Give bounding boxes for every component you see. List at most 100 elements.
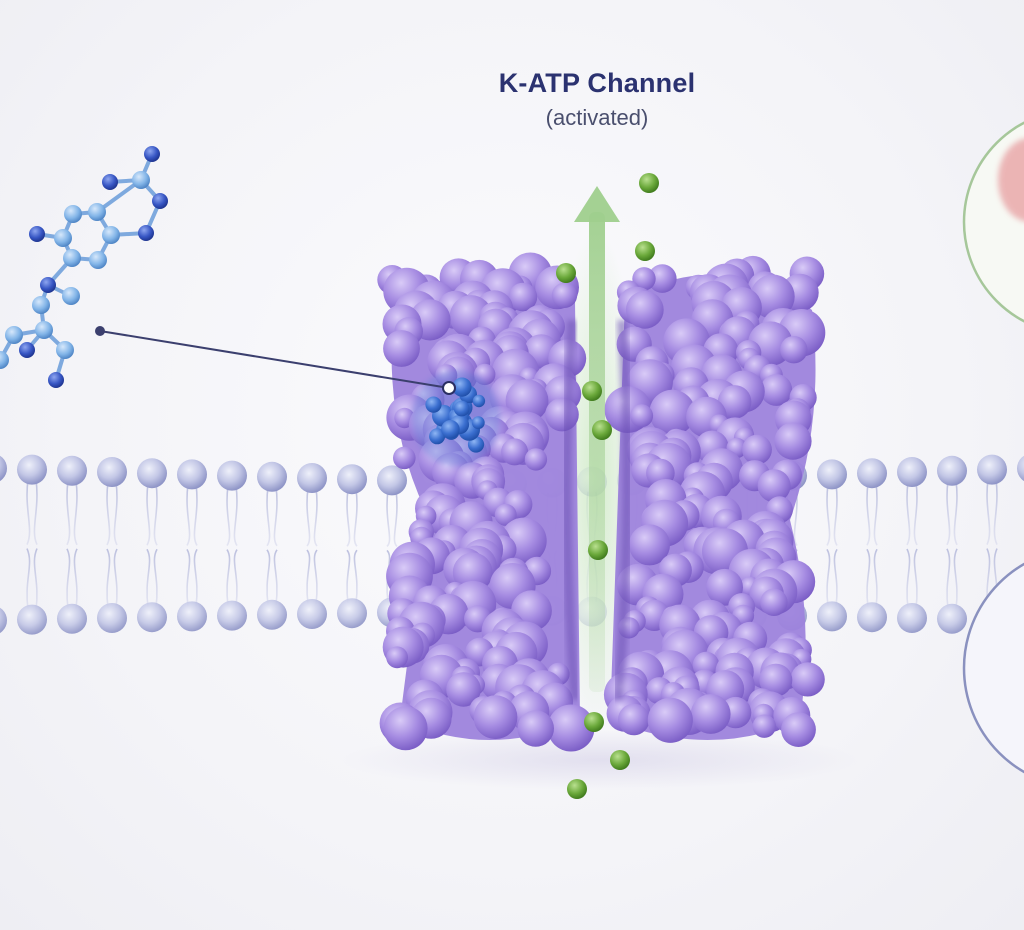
protein-bead [647, 697, 693, 743]
channel-shadow [340, 730, 860, 790]
diagram-title: K-ATP Channel [498, 68, 696, 98]
lipid-tail-pair [266, 486, 278, 547]
protein-bead [508, 282, 538, 312]
potassium-ion-icon [639, 173, 659, 193]
lipid-tail-pair [106, 481, 118, 546]
lipid-head [177, 459, 207, 490]
lipid-head [857, 602, 887, 633]
lipid-tail-pair [186, 484, 198, 546]
lipid-tail-pair [866, 548, 878, 608]
potassium-ion-icon [556, 263, 576, 283]
pore-wall-left [561, 319, 580, 701]
lipid-tail-pair [186, 548, 198, 607]
diagram-subtitle: (activated) [545, 105, 649, 130]
protein-bead [517, 710, 554, 747]
protein-bead [649, 389, 696, 436]
protein-bead [473, 695, 518, 740]
lipid-head [97, 457, 127, 487]
lipid-head [97, 603, 127, 633]
pore-wall-right [613, 319, 633, 701]
protein-bead [752, 714, 776, 738]
lipid-head [897, 603, 927, 633]
molecule-atom [32, 296, 50, 314]
protein-bead [630, 404, 654, 428]
lipid-head [937, 455, 967, 486]
protein-bead [494, 503, 517, 526]
protein-bead [524, 448, 548, 471]
protein-bead [547, 704, 595, 752]
lipid-tail-pair [826, 484, 838, 546]
drug-molecule-icon [0, 146, 168, 388]
lipid-head [57, 603, 87, 634]
potassium-ion-icon [584, 712, 604, 732]
protein-bead [774, 422, 812, 460]
molecule-atom [102, 174, 118, 190]
molecule-atom [48, 372, 64, 388]
protein-bead [383, 706, 428, 751]
lipid-tail-pair [346, 489, 358, 547]
protein-bead [545, 397, 579, 432]
lipid-head [817, 601, 847, 632]
lipid-head [337, 464, 367, 495]
protein-bead [501, 438, 529, 466]
lipid-head [177, 601, 207, 632]
protein-bead [618, 703, 650, 736]
lipid-tail-pair [346, 549, 358, 604]
lipid-head [17, 604, 47, 635]
lipid-tail-pair [986, 479, 998, 545]
ligand-atom [452, 377, 472, 397]
inset-circle-top [962, 121, 1024, 323]
lipid-head [57, 455, 87, 486]
lipid-tail-pair [106, 548, 118, 609]
lipid-tail-pair [826, 548, 838, 607]
molecule-atom [138, 225, 154, 241]
protein-bead [759, 663, 793, 697]
molecule-atom [152, 193, 168, 209]
lipid-head [297, 463, 327, 493]
channel-subunit-left [377, 252, 595, 752]
protein-bead [648, 264, 677, 293]
lipid-head [897, 457, 927, 487]
ligand-atom [441, 420, 460, 439]
lipid-head [137, 458, 167, 489]
protein-bead [690, 694, 731, 734]
lipid-tail-pair [26, 548, 38, 610]
molecule-atom [19, 342, 35, 358]
lipid-head [17, 454, 47, 485]
molecule-atom [64, 205, 82, 223]
molecule-atom [132, 171, 150, 189]
protein-bead [452, 552, 493, 593]
lipid-head [297, 599, 327, 629]
lipid-head [817, 459, 847, 490]
potassium-ion-icon [592, 420, 612, 440]
lipid-tail-pair [266, 549, 278, 605]
protein-bead [551, 282, 578, 308]
lipid-tail-pair [146, 483, 158, 546]
protein-bead [757, 469, 791, 503]
lipid-head [937, 603, 967, 634]
protein-bead [386, 646, 408, 669]
protein-bead [446, 672, 481, 707]
molecule-atom [63, 249, 81, 267]
molecule-atom [35, 321, 53, 339]
lipid-tail-pair [306, 487, 318, 547]
callout-pointer [95, 326, 456, 395]
lipid-tail-pair [946, 480, 958, 546]
protein-bead [505, 379, 549, 423]
molecule-bond [95, 178, 143, 214]
lipid-tail-pair [146, 548, 158, 608]
lipid-tail-pair [66, 480, 78, 546]
potassium-ion-icon [567, 779, 587, 799]
lipid-head [217, 460, 247, 491]
molecule-atom [40, 277, 56, 293]
channel-subunit-right [603, 255, 826, 747]
protein-bead [629, 524, 670, 566]
lipid-head [377, 465, 407, 496]
bound-ligand [412, 370, 500, 466]
molecule-atom [102, 226, 120, 244]
ligand-atom [471, 416, 485, 430]
protein-bead [760, 374, 793, 406]
lipid-tail-pair [26, 479, 38, 545]
lipid-tail-pair [226, 549, 238, 606]
